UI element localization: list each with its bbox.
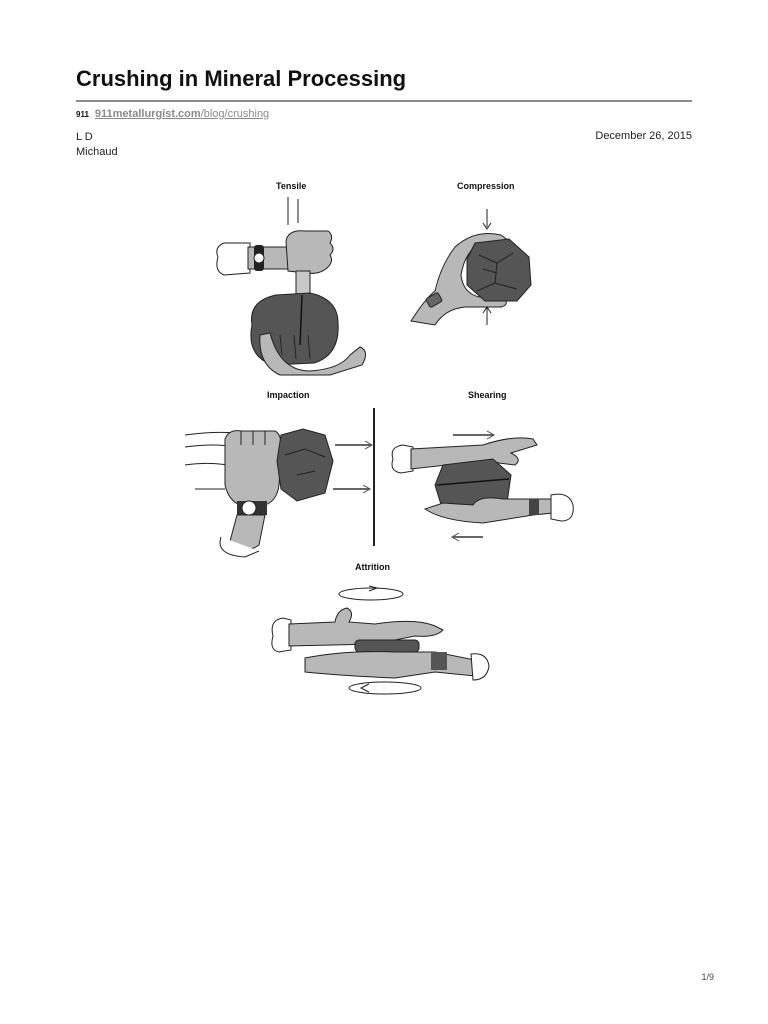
page-number: 1/9 bbox=[701, 972, 714, 982]
label-impaction: Impaction bbox=[267, 390, 310, 400]
hand-pulling-rock-illustration bbox=[216, 197, 366, 376]
label-attrition: Attrition bbox=[355, 562, 390, 572]
author-line-1: L D bbox=[76, 131, 93, 143]
author-line-2: Michaud bbox=[76, 146, 118, 158]
publish-date: December 26, 2015 bbox=[595, 130, 692, 142]
source-badge: 911 bbox=[76, 110, 89, 119]
source-domain: 911metallurgist.com bbox=[94, 108, 201, 120]
label-shearing: Shearing bbox=[468, 390, 507, 400]
label-compression: Compression bbox=[457, 181, 515, 191]
source-line: 911 911metallurgist.com/blog/crushing bbox=[76, 108, 269, 120]
crushing-mechanisms-figure: Tensile Compression Impaction bbox=[175, 175, 595, 705]
label-tensile: Tensile bbox=[276, 181, 307, 191]
hand-squeezing-rock-illustration bbox=[410, 209, 532, 326]
fist-striking-rock-illustration bbox=[184, 428, 374, 558]
hands-rubbing-rock-illustration bbox=[271, 585, 490, 695]
figure-divider bbox=[373, 408, 375, 546]
hands-sliding-rock-illustration bbox=[391, 430, 574, 542]
author: L D Michaud bbox=[76, 130, 118, 160]
source-path: /blog/crushing bbox=[200, 108, 270, 120]
source-link[interactable]: 911metallurgist.com/blog/crushing bbox=[95, 108, 269, 120]
page-title: Crushing in Mineral Processing bbox=[76, 66, 407, 91]
title-divider bbox=[76, 100, 692, 102]
